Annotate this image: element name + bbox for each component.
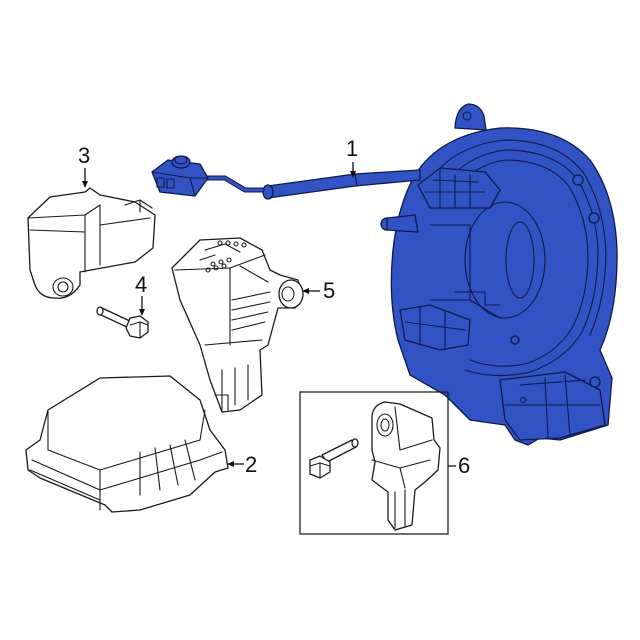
leader-lines bbox=[82, 162, 456, 467]
callout-5[interactable]: 5 bbox=[323, 278, 336, 303]
clockspring-assembly[interactable] bbox=[151, 103, 618, 446]
front-impact-sensor-kit[interactable] bbox=[299, 391, 449, 535]
callout-4[interactable]: 4 bbox=[135, 272, 148, 297]
side-impact-sensor[interactable] bbox=[171, 237, 304, 413]
callout-6[interactable]: 6 bbox=[458, 453, 471, 478]
callout-2[interactable]: 2 bbox=[245, 452, 258, 477]
callout-1[interactable]: 1 bbox=[346, 136, 359, 161]
airbag-control-module[interactable] bbox=[25, 375, 229, 513]
impact-sensor[interactable] bbox=[27, 187, 156, 299]
mounting-bolt[interactable] bbox=[96, 306, 149, 339]
callout-3[interactable]: 3 bbox=[78, 143, 91, 168]
